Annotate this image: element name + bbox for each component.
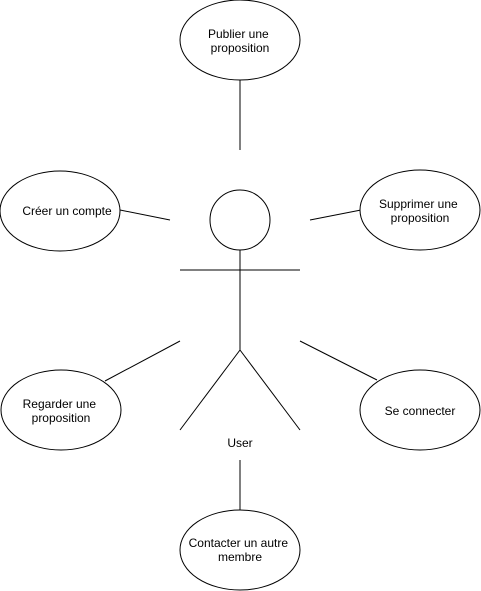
use-case-ellipse bbox=[0, 170, 121, 252]
actor-head bbox=[209, 189, 271, 251]
use-case-label-line: Regarder une bbox=[23, 397, 97, 411]
use-case-creer[interactable]: Créer un compte bbox=[0, 170, 121, 252]
use-case-ellipse bbox=[0, 369, 122, 451]
actor-left-leg bbox=[179, 349, 241, 431]
use-case-ellipse bbox=[179, 0, 301, 81]
use-case-label-line: Se connecter bbox=[385, 404, 456, 418]
use-case-label: Regarder une proposition bbox=[23, 397, 100, 425]
use-case-label-line: Créer un compte bbox=[22, 204, 112, 218]
actor-label: User bbox=[227, 436, 252, 450]
use-case-label: Contacter un autre membre bbox=[189, 536, 292, 564]
use-case-label-line: Supprimer une bbox=[379, 197, 458, 211]
use-case-contacter[interactable]: Contacter un autre membre bbox=[179, 509, 301, 591]
use-case-label-line: Publier une bbox=[208, 27, 269, 41]
use-case-label-line: Contacter un autre bbox=[189, 536, 289, 550]
association-line-regarder bbox=[104, 340, 181, 382]
use-case-label-line: proposition bbox=[32, 411, 91, 425]
association-line-supprimer bbox=[309, 209, 362, 221]
association-line-connecter bbox=[299, 340, 378, 381]
use-case-label: Créer un compte bbox=[22, 204, 112, 218]
use-case-label-line: membre bbox=[218, 550, 262, 564]
use-case-supprimer[interactable]: Supprimer une proposition bbox=[359, 169, 481, 251]
association-line-creer bbox=[119, 209, 171, 221]
actor-right-leg bbox=[239, 349, 301, 431]
association-lines bbox=[104, 80, 378, 510]
use-case-ellipse bbox=[359, 369, 481, 451]
use-case-label: Publier une proposition bbox=[208, 27, 272, 55]
use-case-regarder[interactable]: Regarder une proposition bbox=[0, 369, 122, 451]
use-case-label-line: proposition bbox=[391, 211, 450, 225]
use-case-label-line: proposition bbox=[211, 41, 270, 55]
use-case-label: Se connecter bbox=[385, 404, 456, 418]
use-case-ellipse bbox=[179, 509, 301, 591]
use-case-publier[interactable]: Publier une proposition bbox=[179, 0, 301, 81]
use-case-ellipse bbox=[359, 169, 481, 251]
use-case-label: Supprimer une proposition bbox=[379, 197, 461, 225]
use-case-connecter[interactable]: Se connecter bbox=[359, 369, 481, 451]
actor-figure bbox=[179, 189, 301, 431]
